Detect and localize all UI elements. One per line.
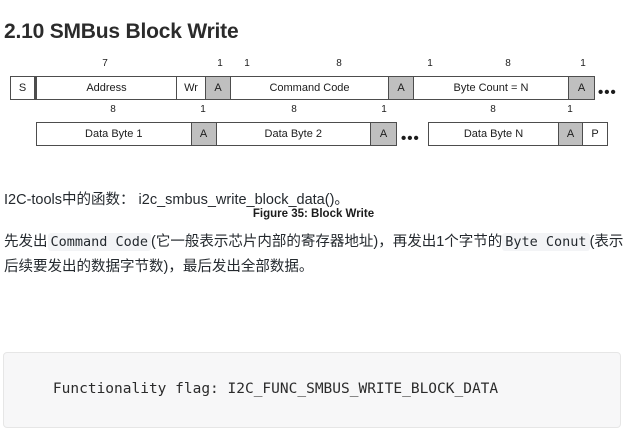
frame-row-2-group-b: Data Byte N A P — [428, 122, 608, 146]
cell-ack-5: A — [371, 123, 396, 145]
cell-ack-1: A — [206, 77, 231, 99]
protocol-diagram-figure: S Address Wr A Command Code A Byte Count… — [0, 58, 627, 220]
ellipsis-row-2: ••• — [401, 130, 420, 147]
ellipsis-row-1: ••• — [598, 84, 617, 101]
bitlabel-ack-4: 1 — [200, 104, 206, 115]
bitlabel-ack-6: 1 — [567, 104, 573, 115]
bitlabel-byte-count: 8 — [505, 58, 511, 69]
bitlabel-data-byte-2: 8 — [291, 104, 297, 115]
cell-start: S — [11, 77, 35, 99]
figure-caption: Figure 35: Block Write — [252, 208, 375, 220]
bitlabel-data-byte-1: 8 — [110, 104, 116, 115]
diagram-row-2: Data Byte 1 A Data Byte 2 A ••• Data Byt… — [0, 104, 627, 150]
bitlabel-data-byte-n: 8 — [490, 104, 496, 115]
bitlabel-ack-5: 1 — [381, 104, 387, 115]
cell-data-byte-n: Data Byte N — [429, 123, 559, 145]
cell-address: Address — [35, 77, 177, 99]
document-page: 2.10 SMBus Block Write S Address Wr A Co… — [0, 20, 627, 428]
frame-row-1: S Address Wr A Command Code A Byte Count… — [10, 76, 595, 100]
bitlabel-wr: 1 — [217, 58, 223, 69]
cell-data-byte-1: Data Byte 1 — [37, 123, 192, 145]
bitlabel-command-code: 8 — [336, 58, 342, 69]
code-block-text: Functionality flag: I2C_FUNC_SMBUS_WRITE… — [52, 381, 499, 397]
desc-part-2: (它一般表示芯片内部的寄存器地址)，再发出1个字节的 — [151, 234, 503, 250]
cell-stop: P — [583, 123, 607, 145]
bitlabel-ack-2: 1 — [427, 58, 433, 69]
inline-code-command-code: Command Code — [47, 233, 152, 251]
code-block: Functionality flag: I2C_FUNC_SMBUS_WRITE… — [3, 352, 621, 428]
paragraph-function-text: I2C-tools中的函数： i2c_smbus_write_block_dat… — [4, 192, 349, 208]
cell-wr: Wr — [177, 77, 206, 99]
bitlabel-address: 7 — [102, 58, 108, 69]
paragraph-function: I2C-tools中的函数： i2c_smbus_write_block_dat… — [4, 188, 349, 213]
page-title: 2.10 SMBus Block Write — [4, 20, 239, 44]
cell-data-byte-2: Data Byte 2 — [216, 123, 372, 145]
cell-command-code: Command Code — [231, 77, 389, 99]
cell-ack-6: A — [559, 123, 583, 145]
desc-part-1: 先发出 — [4, 234, 48, 250]
inline-code-byte-count: Byte Conut — [502, 233, 590, 251]
bitlabel-ack-1: 1 — [244, 58, 250, 69]
diagram-row-1: S Address Wr A Command Code A Byte Count… — [0, 58, 627, 104]
cell-ack-2: A — [389, 77, 414, 99]
cell-byte-count: Byte Count = N — [414, 77, 569, 99]
bitlabel-ack-3: 1 — [580, 58, 586, 69]
cell-ack-4: A — [191, 123, 217, 145]
frame-row-2-group-a: Data Byte 1 A Data Byte 2 A — [36, 122, 397, 146]
cell-ack-3: A — [569, 77, 594, 99]
desc-part-3: (表示后续要发出的数据字节数)，最后发出全部数据。 — [4, 234, 624, 275]
